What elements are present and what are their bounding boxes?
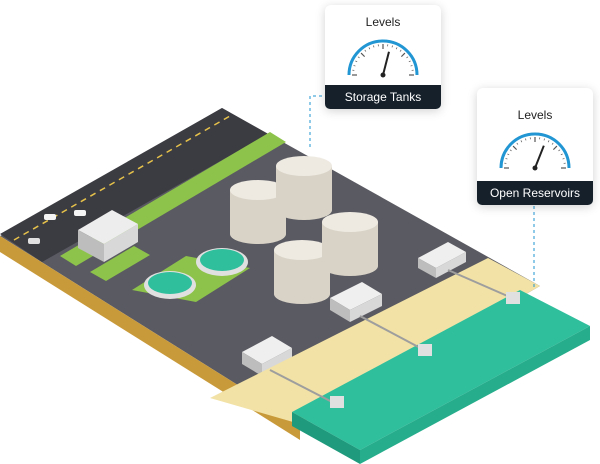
car xyxy=(28,238,40,244)
office-building xyxy=(78,210,138,262)
gauge-tick xyxy=(391,45,393,48)
gauge-tick xyxy=(400,52,406,58)
open-reservoirs-card[interactable]: Levels Open Reservoirs xyxy=(477,88,593,205)
card-title: Levels xyxy=(365,15,401,29)
storage-tanks xyxy=(230,156,378,304)
ocean-water xyxy=(292,290,590,464)
gauge-hub xyxy=(532,165,538,171)
gauge-tick xyxy=(558,149,561,152)
gauge-tick xyxy=(560,153,563,156)
gauge-arc xyxy=(499,132,571,169)
connector-line xyxy=(309,95,340,150)
gauge-tick xyxy=(355,60,358,63)
gauge-hub xyxy=(380,72,386,78)
gauge-tick xyxy=(408,60,411,63)
gauge-tick xyxy=(525,138,527,141)
grass-strip xyxy=(90,246,150,281)
card-title: Levels xyxy=(517,108,553,122)
gauge-tick xyxy=(399,49,402,52)
gauge-tick xyxy=(410,65,413,67)
intake-structures xyxy=(269,269,520,408)
gauge-needle xyxy=(382,51,390,76)
gauge-tick xyxy=(364,49,367,52)
gauge-needle xyxy=(534,145,545,169)
gauge-tick xyxy=(360,52,366,58)
gauge-tick xyxy=(547,140,550,143)
gauge-tick xyxy=(368,47,371,50)
gauge-tick xyxy=(507,153,510,156)
car xyxy=(74,210,86,216)
storage-tanks-card[interactable]: Levels Storage Tanks xyxy=(325,5,441,109)
gauge-arc xyxy=(347,39,419,76)
gauge-tick xyxy=(505,158,508,160)
gauge-tick xyxy=(406,56,409,59)
card-label: Open Reservoirs xyxy=(477,181,593,205)
pump-houses xyxy=(242,242,466,376)
gauge-tick xyxy=(520,140,523,143)
gauge-tick xyxy=(509,149,512,152)
gauge-tick xyxy=(512,145,518,151)
gauge-icon xyxy=(347,39,419,78)
car xyxy=(44,214,56,220)
gauge-tick xyxy=(551,142,554,145)
gauge-tick xyxy=(562,158,565,160)
road xyxy=(0,108,268,262)
card-label: Storage Tanks xyxy=(325,85,441,109)
gauge-tick xyxy=(552,145,558,151)
gauge-tick xyxy=(543,138,545,141)
gauge-tick xyxy=(353,65,356,67)
gauge-tick xyxy=(373,45,375,48)
gauge-tick xyxy=(357,56,360,59)
gauge-icon xyxy=(499,132,571,171)
clarifier-tanks xyxy=(132,248,250,302)
gauge-tick xyxy=(395,47,398,50)
gauge-tick xyxy=(516,142,519,145)
